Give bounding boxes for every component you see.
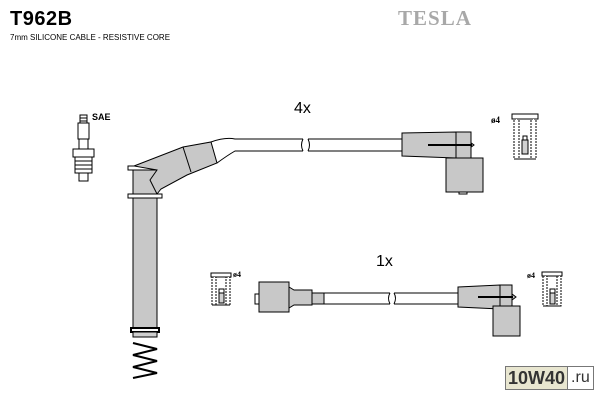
brand-logo: TESLA xyxy=(398,6,472,30)
terminal-diameter-label: ø4 xyxy=(491,115,500,125)
watermark-tld: .ru xyxy=(567,367,593,389)
ignition-cable-4x xyxy=(210,137,402,164)
terminal-socket-icon xyxy=(541,271,563,307)
terminal-socket-icon xyxy=(511,113,539,160)
spark-plug-icon xyxy=(72,114,95,182)
angled-plug-boot xyxy=(457,284,521,337)
terminal-diameter-label: ø4 xyxy=(233,270,241,279)
terminal-diameter-label: ø4 xyxy=(527,271,535,280)
straight-coil-boot xyxy=(254,281,325,313)
ignition-cable-1x xyxy=(324,292,458,305)
lead-quantity-4x: 4x xyxy=(294,100,311,117)
lead-quantity-1x: 1x xyxy=(376,253,393,270)
terminal-socket-icon xyxy=(210,272,232,306)
watermark-main: 10W40 xyxy=(506,367,568,389)
spark-plug-boot xyxy=(127,141,218,379)
part-number: T962B xyxy=(10,8,73,30)
cable-spec: 7mm SILICONE CABLE - RESISTIVE CORE xyxy=(10,33,171,42)
site-watermark: 10W40 .ru xyxy=(505,366,594,390)
spark-plug-label: SAE xyxy=(92,112,111,122)
angled-coil-boot xyxy=(401,131,484,195)
